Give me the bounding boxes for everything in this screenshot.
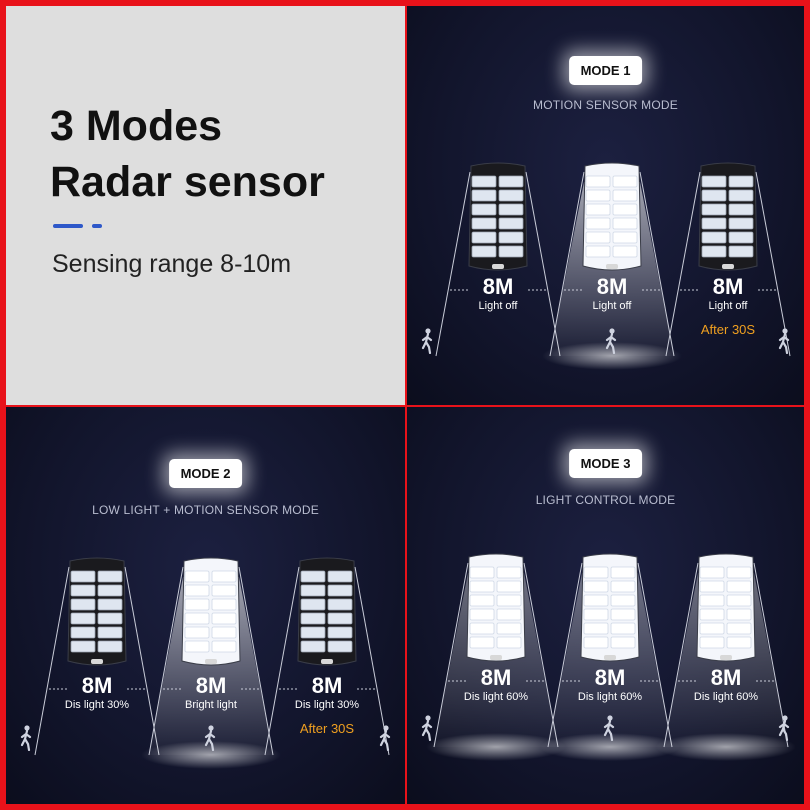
- light-state: Light off: [478, 300, 518, 312]
- beam-layer: [34, 566, 390, 769]
- solar-street-light-icon: [292, 557, 362, 675]
- headline: 3 Modes Radar sensor: [50, 98, 325, 210]
- light-state: Light off: [708, 300, 748, 312]
- solar-street-light-icon: [575, 553, 645, 671]
- solar-street-light-icon: [577, 162, 647, 280]
- mode-subtitle: LOW LIGHT + MOTION SENSOR MODE: [92, 503, 319, 517]
- headline-line-2: Radar sensor: [50, 158, 325, 206]
- light-state: Dis light 30%: [294, 699, 360, 711]
- light-state: Dis light 30%: [64, 699, 130, 711]
- mode-subtitle: MOTION SENSOR MODE: [533, 98, 678, 112]
- distance-value: 8M: [712, 274, 744, 299]
- walking-person-icon: [202, 725, 218, 752]
- light-state: Dis light 60%: [577, 691, 643, 703]
- light-state: Dis light 60%: [693, 691, 759, 703]
- walking-person-icon: [18, 725, 34, 752]
- mode-badge: MODE 2: [168, 459, 243, 488]
- walking-person-icon: [377, 725, 393, 752]
- headline-line-1: 3 Modes: [50, 102, 223, 150]
- solar-street-light-icon: [693, 162, 763, 280]
- distance-value: 8M: [480, 665, 512, 690]
- walking-person-icon: [419, 328, 435, 355]
- mode-badge: MODE 1: [568, 56, 643, 85]
- distance-value: 8M: [81, 673, 113, 698]
- walking-person-icon: [776, 328, 792, 355]
- light-state: Bright light: [185, 699, 237, 711]
- walking-person-icon: [601, 715, 617, 742]
- solar-street-light-icon: [176, 557, 246, 675]
- distance-value: 8M: [596, 274, 628, 299]
- walking-person-icon: [603, 328, 619, 355]
- intro-panel: 3 Modes Radar sensor Sensing range 8-10m: [6, 6, 405, 405]
- solar-street-light-icon: [463, 162, 533, 280]
- distance-value: 8M: [195, 673, 227, 698]
- light-state: Light off: [592, 300, 632, 312]
- walking-person-icon: [419, 715, 435, 742]
- walking-person-icon: [776, 715, 792, 742]
- solar-street-light-icon: [691, 553, 761, 671]
- sensing-range-text: Sensing range 8-10m: [52, 250, 292, 278]
- distance-value: 8M: [710, 665, 742, 690]
- distance-value: 8M: [594, 665, 626, 690]
- mode-badge: MODE 3: [568, 449, 643, 478]
- after-delay-label: After 30S: [700, 322, 756, 337]
- solar-street-light-icon: [62, 557, 132, 675]
- accent-dash: [53, 224, 83, 228]
- accent-dot: [92, 224, 102, 228]
- mode-subtitle: LIGHT CONTROL MODE: [535, 493, 676, 507]
- after-delay-label: After 30S: [299, 721, 355, 736]
- light-state: Dis light 60%: [463, 691, 529, 703]
- distance-value: 8M: [482, 274, 514, 299]
- solar-street-light-icon: [461, 553, 531, 671]
- distance-value: 8M: [311, 673, 343, 698]
